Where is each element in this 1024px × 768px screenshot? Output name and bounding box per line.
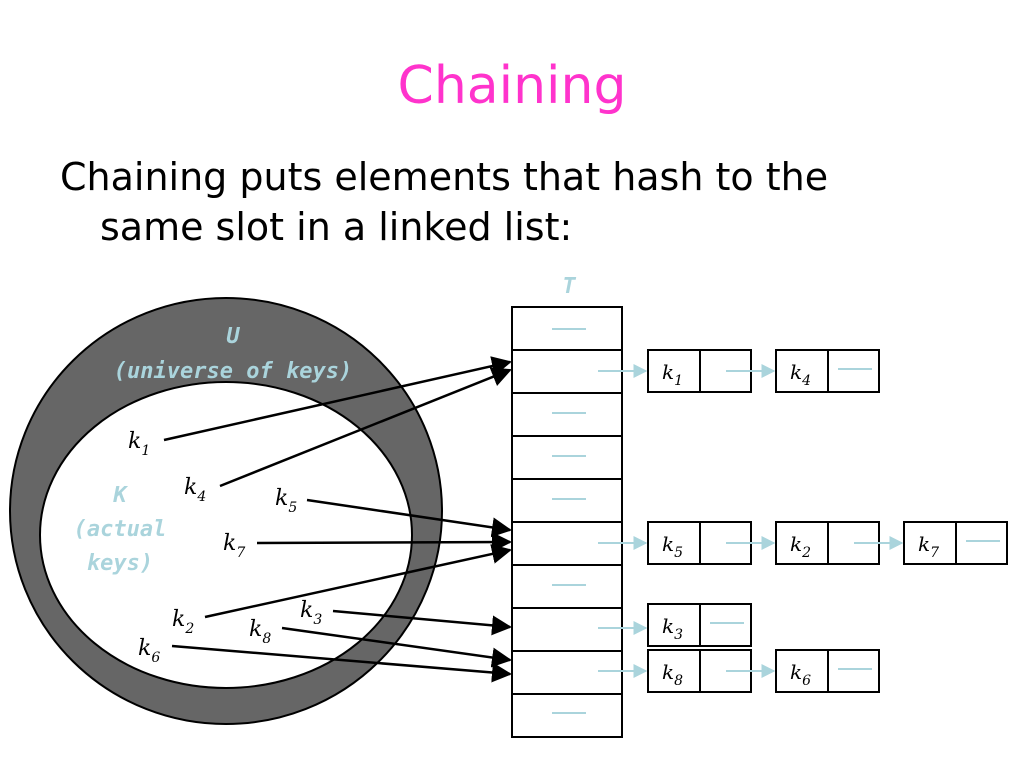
universe-label-desc: (universe of keys)	[114, 359, 352, 384]
node-label-k6: k6	[790, 660, 811, 689]
actual-keys-label-k: K	[112, 483, 128, 508]
actual-keys-label-line2: (actual	[74, 517, 167, 542]
chain-slot-1: k1 k4	[647, 349, 880, 393]
node-label-k4: k4	[790, 360, 811, 389]
key-label-k3: k3	[300, 598, 322, 628]
list-node-k7	[903, 521, 1008, 565]
hash-arrow-k7	[256, 532, 512, 553]
slide-title: Chaining	[397, 56, 627, 116]
node-label-k3: k3	[662, 614, 683, 643]
hash-arrow-k2	[204, 544, 512, 619]
node-label-k2: k2	[790, 532, 811, 561]
table-slot-7	[511, 607, 623, 652]
key-label-k8: k8	[249, 617, 271, 647]
list-node-k8	[647, 649, 752, 693]
table-slot-4	[511, 478, 623, 523]
node-label-k7: k7	[918, 532, 939, 561]
key-label-k4: k4	[184, 475, 206, 505]
chain-slot-7: k3	[647, 603, 752, 647]
node-label-k8: k8	[662, 660, 683, 689]
key-label-k7: k7	[223, 531, 245, 561]
table-pointers	[598, 364, 648, 678]
hash-arrow-k1	[163, 356, 512, 442]
universe-label-u: U	[226, 324, 240, 349]
table-slot-3	[511, 435, 623, 480]
list-node-k2	[775, 521, 880, 565]
table-nil-marks	[552, 328, 586, 714]
hash-arrow-k8	[281, 626, 512, 668]
table-slot-9	[511, 693, 623, 738]
hash-arrow-k6	[171, 644, 512, 683]
list-node-k6	[775, 649, 880, 693]
list-node-k3	[647, 603, 752, 647]
body-line-1: Chaining puts elements that hash to the	[60, 155, 829, 199]
table-slot-2	[511, 392, 623, 437]
hash-arrows	[163, 356, 512, 683]
hash-arrow-k4	[219, 367, 512, 488]
chain-slot-5: k5 k2 k7	[647, 521, 1008, 565]
actual-keys-ellipse	[39, 381, 413, 689]
hash-arrow-k3	[332, 609, 512, 636]
key-label-k1: k1	[128, 429, 150, 459]
table-label-t: T	[562, 274, 576, 299]
key-label-k6: k6	[138, 636, 160, 666]
chain-slot-8: k8 k6	[647, 649, 880, 693]
list-node-k4	[775, 349, 880, 393]
body-line-2: same slot in a linked list:	[100, 205, 573, 250]
actual-keys-label-line3: keys)	[87, 551, 153, 576]
node-label-k5: k5	[662, 532, 683, 561]
list-node-k1	[647, 349, 752, 393]
table-slot-8	[511, 650, 623, 695]
key-label-k2: k2	[172, 607, 194, 637]
node-label-k1: k1	[662, 360, 683, 389]
table-slot-6	[511, 564, 623, 609]
body-text: Chaining puts elements that hash to the …	[60, 152, 960, 252]
key-label-k5: k5	[275, 486, 297, 516]
hash-arrow-k5	[306, 498, 512, 538]
